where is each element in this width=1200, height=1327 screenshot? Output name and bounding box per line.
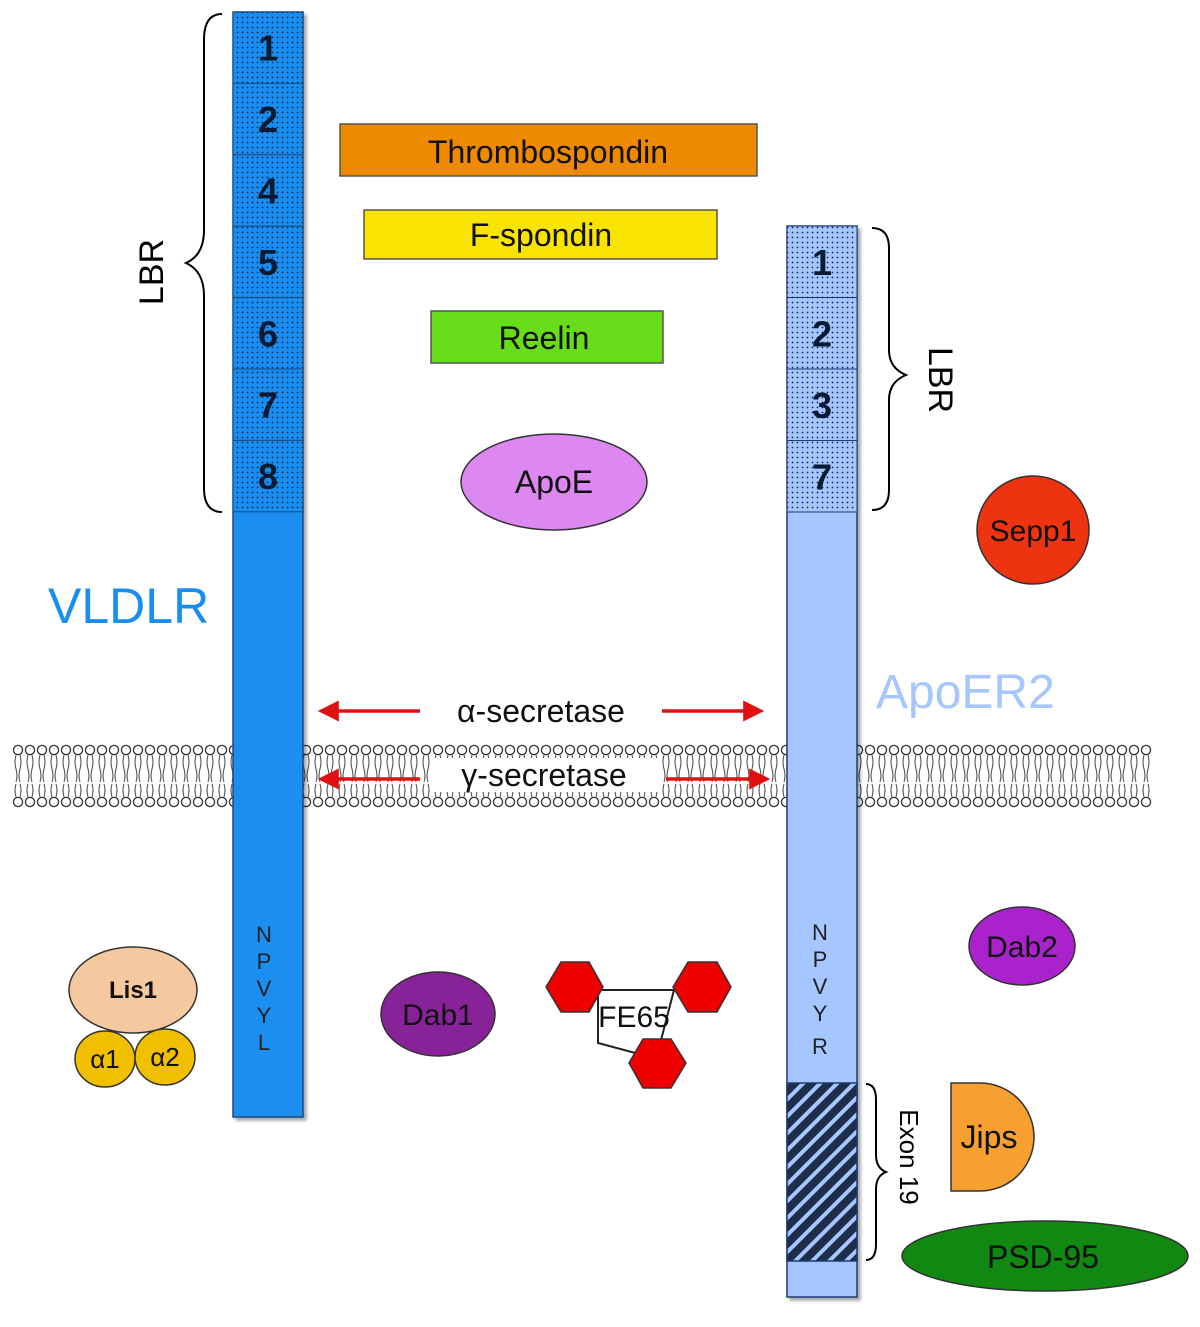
motif-letter: N [256,922,272,947]
lis1-ellipse [68,946,198,1034]
motif-letter: Y [813,1001,828,1026]
repeat-texture [233,226,303,298]
repeat-number: 8 [258,456,278,497]
apoe-ellipse [460,433,648,531]
vldlr-ligand-binding-repeats: 1 2 4 5 6 7 8 [232,11,304,513]
repeat-number: 5 [258,242,278,283]
jips-label: Jips [961,1119,1018,1155]
fe65-hexagon [628,1038,687,1089]
reelin-label: Reelin [499,320,590,356]
motif-letter: P [813,947,828,972]
fe65-hexagon [672,961,732,1013]
repeat-number: 4 [258,171,278,212]
sepp1-label: Sepp1 [990,515,1077,548]
repeat-texture [787,369,857,441]
motif-letter: L [258,1030,270,1055]
vldlr-label: VLDLR [48,578,209,634]
thrombospondin-label: Thrombospondin [428,134,668,170]
vldlr-lbr-label: LBR [133,239,171,305]
repeat-texture [787,440,857,512]
apoer2-lbr-label: LBR [921,347,959,413]
repeat-number: 2 [812,313,832,354]
fspondin-label: F-spondin [470,217,612,253]
sepp1-circle [976,475,1090,585]
repeat-texture [233,297,303,369]
repeat-number: 1 [812,242,832,283]
motif-letter: R [812,1034,828,1059]
vldlr-lbr-brace [183,13,223,513]
vldlr-receptor: 1 2 4 5 6 7 8 N P V Y L [232,11,304,1118]
alpha-secretase-label: α-secretase [457,693,625,729]
vldlr-npxy-motif: N P V Y L [256,922,272,1055]
dab1-ellipse [380,971,496,1057]
exon19-segment [786,1082,858,1262]
dab2-ellipse [968,906,1076,986]
psd95-label: PSD-95 [987,1239,1099,1275]
psd95-ellipse [901,1220,1189,1292]
dab1-label: Dab1 [402,999,474,1032]
repeat-number: 7 [258,385,278,426]
repeat-texture [233,154,303,227]
fe65-label: FE65 [598,1001,670,1034]
motif-letter: V [813,974,828,999]
motif-letter: N [812,920,828,945]
alpha2-circle [134,1028,196,1086]
repeat-number: 6 [258,313,278,354]
motif-letter: V [257,976,272,1001]
repeat-number: 2 [258,99,278,140]
alpha2-label: α2 [150,1042,180,1072]
repeat-texture [233,83,303,155]
repeat-texture [233,369,303,441]
repeat-texture [787,297,857,369]
fspondin-box [363,209,718,260]
repeat-number: 7 [812,456,832,497]
repeat-texture [233,440,303,512]
exon19-brace [865,1083,889,1261]
motif-letter: P [257,949,272,974]
repeat-texture [233,12,303,84]
repeat-texture [787,226,857,298]
apoer2-label: ApoER2 [876,666,1055,719]
reelin-box [430,310,664,364]
lis1-label: Lis1 [109,977,157,1004]
alpha1-label: α1 [90,1044,120,1074]
apoer2-lbr-brace [871,227,909,511]
repeat-number: 3 [812,385,832,426]
motif-letter: Y [257,1003,272,1028]
secretase-arrows [317,700,771,790]
secretase-label-box [430,758,660,792]
dab2-label: Dab2 [986,931,1058,964]
thrombospondin-box [339,123,758,177]
apoer2-npxy-motif: N P V Y R [812,920,828,1059]
apoe-label: ApoE [515,464,593,500]
apoer2-receptor: 1 2 3 7 N P V Y R [786,225,858,1298]
fe65-complex: FE65 [545,961,732,1089]
exon19-label: Exon 19 [894,1109,924,1204]
apoer2-ligand-binding-repeats: 1 2 3 7 [786,225,858,513]
fe65-hexagon [545,961,604,1013]
gamma-secretase-label: γ-secretase [461,757,626,793]
jips-shape [950,1082,1035,1192]
repeat-number: 1 [258,28,278,69]
